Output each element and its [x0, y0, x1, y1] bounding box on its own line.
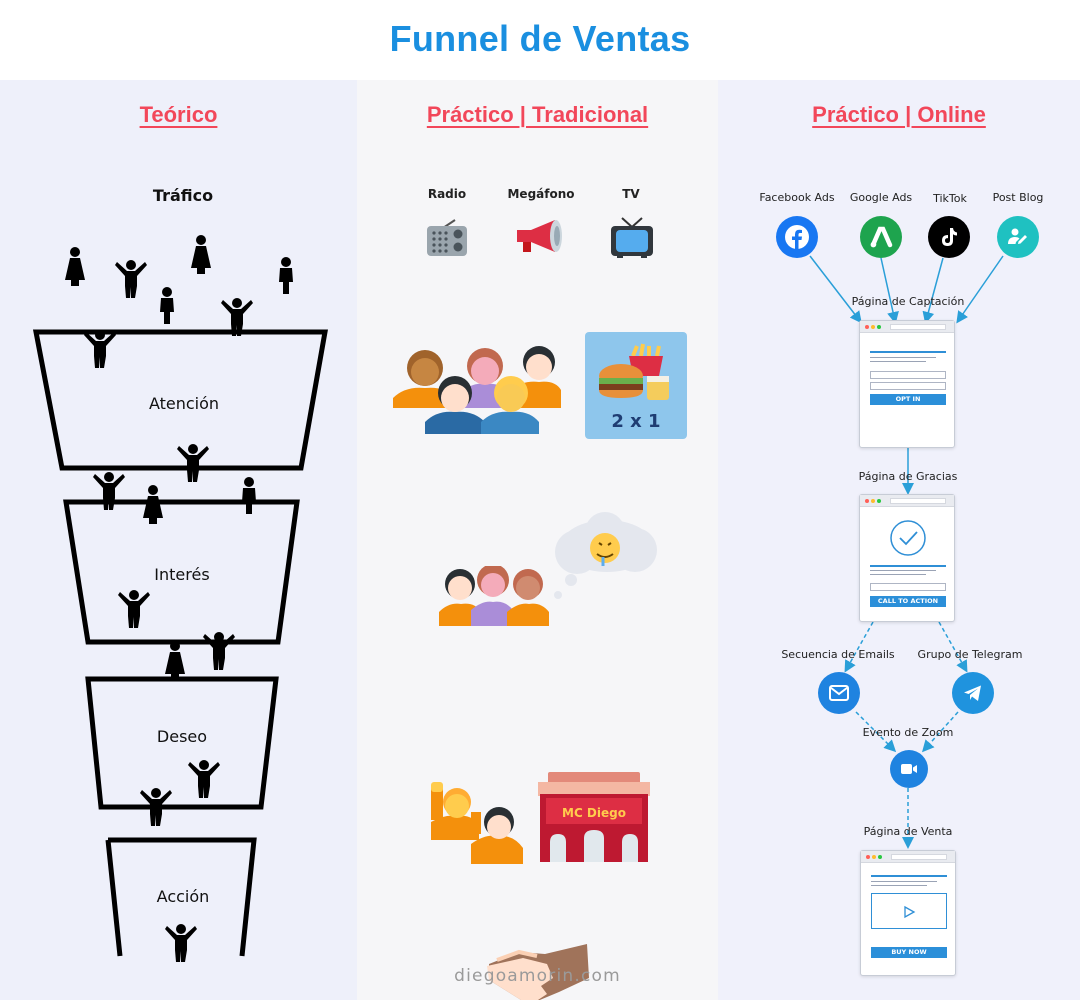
page-label-sales: Página de Venta	[863, 825, 953, 838]
google-ads-icon	[860, 216, 902, 258]
play-icon	[904, 905, 916, 919]
source-label-google: Google Ads	[849, 191, 913, 204]
blog-post-icon	[997, 216, 1039, 258]
arrow-to-telegram	[938, 621, 968, 673]
funnel-section-interest	[63, 499, 300, 645]
capture-page-mockup: OPT IN	[859, 320, 955, 448]
waving-people-icon	[431, 782, 523, 864]
arrow-to-emails	[844, 621, 874, 673]
stage-label-desire: Deseo	[156, 727, 208, 746]
channel-label-emails: Secuencia de Emails	[781, 648, 895, 661]
stage-label-attention: Atención	[148, 394, 220, 413]
source-label-facebook: Facebook Ads	[759, 191, 835, 204]
source-label-blog: Post Blog	[992, 191, 1044, 204]
arrow-telegram-to-zoom	[921, 711, 959, 753]
call-to-action-button: CALL TO ACTION	[870, 596, 946, 607]
crowd-icon	[393, 346, 561, 434]
channel-label-telegram: Grupo de Telegram	[917, 648, 1023, 661]
facebook-icon	[776, 216, 818, 258]
thanks-page-mockup: CALL TO ACTION	[859, 494, 955, 622]
traffic-label: Tráfico	[152, 186, 214, 205]
thinking-people-icon	[439, 566, 549, 626]
footer-site: diegoamorin.com	[454, 966, 621, 986]
person-icon	[118, 590, 150, 628]
funnel-section-attention	[32, 329, 328, 471]
check-circle-icon	[890, 520, 926, 556]
channel-label-zoom: Evento de Zoom	[862, 726, 954, 739]
source-label-tiktok: TikTok	[933, 192, 967, 205]
tiktok-icon	[928, 216, 970, 258]
sales-page-mockup: BUY NOW	[860, 850, 956, 976]
megaphone-icon	[517, 220, 562, 252]
person-icon	[191, 235, 211, 274]
buy-now-button: BUY NOW	[871, 947, 947, 958]
person-icon	[165, 924, 197, 962]
video-player	[871, 893, 947, 929]
person-icon	[242, 477, 256, 514]
column-title-traditional: Práctico | Tradicional	[426, 102, 649, 127]
stage-label-action: Acción	[156, 887, 210, 906]
person-icon	[188, 760, 220, 798]
opt-in-button: OPT IN	[870, 394, 946, 405]
person-icon	[160, 287, 174, 324]
column-traditional: Práctico | Tradicional Radio Megáfono TV	[357, 80, 718, 1000]
person-icon	[84, 330, 116, 368]
column-online: Práctico | Online Facebook Ads Google Ad…	[718, 80, 1080, 1000]
zoom-video-icon	[890, 750, 928, 788]
column-theoretical: Teórico Tráfico	[0, 80, 357, 1000]
arrow-emails-to-zoom	[855, 711, 897, 753]
page-title: Funnel de Ventas	[389, 18, 691, 59]
media-label-tv: TV	[622, 187, 640, 201]
column-title-online: Práctico | Online	[812, 102, 986, 127]
person-icon	[177, 444, 209, 482]
page-label-capture: Página de Captación	[851, 295, 965, 308]
page-label-thanks: Página de Gracias	[858, 470, 958, 483]
flow-arrows	[809, 255, 1004, 849]
arrow-google	[880, 257, 899, 324]
radio-icon	[427, 219, 467, 256]
telegram-icon	[952, 672, 994, 714]
thought-bubble-icon	[554, 512, 657, 599]
stage-label-interest: Interés	[154, 565, 210, 584]
person-icon	[279, 257, 293, 294]
handshake-icon	[487, 944, 589, 1000]
funnel-section-desire	[85, 676, 279, 810]
media-label-radio: Radio	[427, 187, 467, 201]
media-label-megaphone: Megáfono	[507, 187, 575, 201]
person-icon	[165, 641, 185, 680]
arrow-facebook	[809, 255, 862, 324]
tv-icon	[611, 217, 653, 258]
funnel-diagram	[32, 235, 328, 962]
people-icons	[65, 235, 293, 962]
store-sign: MC Diego	[562, 806, 626, 820]
person-icon	[115, 260, 147, 298]
promo-card	[585, 332, 687, 439]
person-icon	[65, 247, 85, 286]
store-icon	[538, 772, 650, 862]
arrow-tiktok	[922, 257, 944, 324]
column-title-theoretical: Teórico	[139, 102, 218, 127]
promo-text: 2 x 1	[611, 411, 661, 432]
arrow-blog	[956, 255, 1004, 324]
person-icon	[203, 632, 235, 670]
email-icon	[818, 672, 860, 714]
funnel-section-action	[105, 837, 257, 957]
